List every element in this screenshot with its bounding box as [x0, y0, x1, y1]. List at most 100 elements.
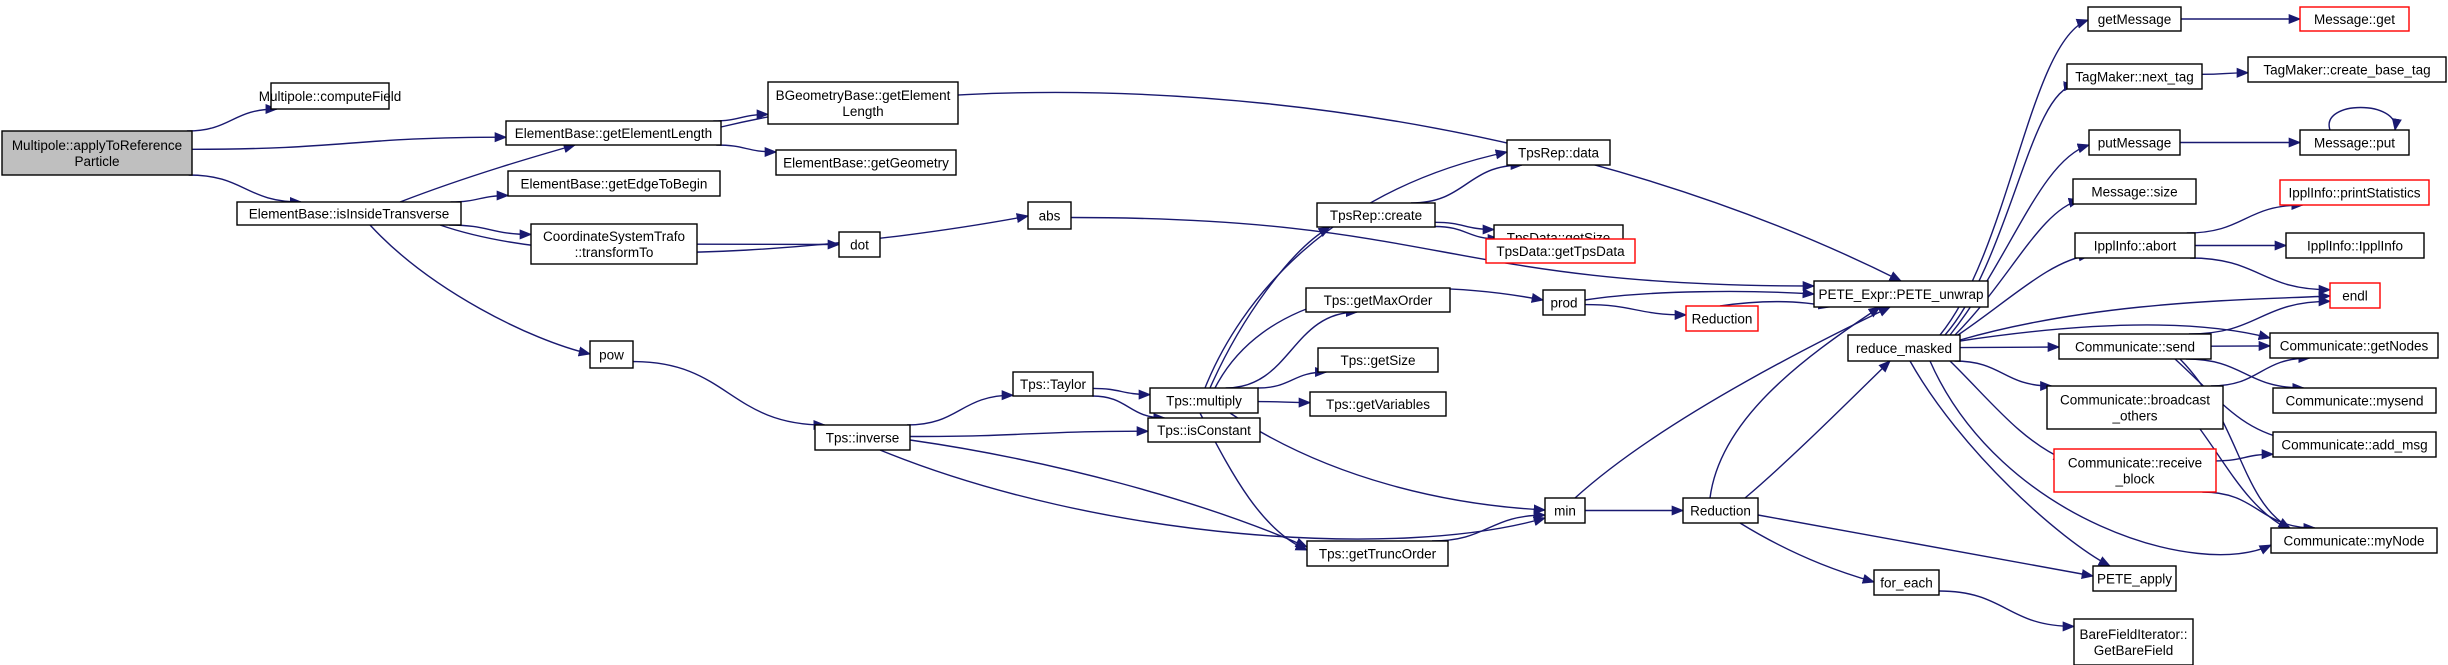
node-getBareField[interactable]: BareFieldIterator::GetBareField: [2073, 618, 2194, 665]
node-box-getGeometry[interactable]: [775, 149, 957, 176]
node-tpsRepCreate[interactable]: TpsRep::create: [1316, 202, 1436, 228]
node-messageGet[interactable]: Message::get: [2299, 6, 2410, 32]
node-tpsGetSize[interactable]: Tps::getSize: [1317, 347, 1439, 373]
node-bgeomGetElementLength[interactable]: BGeometryBase::getElementLength: [767, 81, 959, 125]
node-box-bgeomGetElementLength[interactable]: [767, 81, 959, 125]
node-box-tpsMultiply[interactable]: [1149, 387, 1259, 414]
node-commMysend[interactable]: Communicate::mysend: [2272, 387, 2437, 414]
node-box-getElementLength[interactable]: [505, 120, 722, 146]
node-box-tpsRepData[interactable]: [1506, 139, 1611, 166]
node-ipplInfoAbort[interactable]: IpplInfo::abort: [2074, 232, 2196, 259]
node-box-min[interactable]: [1544, 497, 1586, 524]
node-tpsRepData[interactable]: TpsRep::data: [1506, 139, 1611, 166]
node-box-tpsGetMaxOrder[interactable]: [1305, 287, 1451, 313]
node-ipplInfoPrintStatistics[interactable]: IpplInfo::printStatistics: [2279, 179, 2430, 206]
node-transformTo[interactable]: CoordinateSystemTrafo::transformTo: [530, 223, 698, 265]
node-putMessage[interactable]: putMessage: [2088, 129, 2181, 156]
node-box-putMessage[interactable]: [2088, 129, 2181, 156]
node-getMessage[interactable]: getMessage: [2087, 6, 2182, 32]
node-box-isInsideTransverse[interactable]: [236, 201, 462, 226]
node-box-messagePut[interactable]: [2299, 129, 2410, 156]
node-box-messageGet[interactable]: [2299, 6, 2410, 32]
node-box-commMyNode[interactable]: [2270, 527, 2438, 554]
node-tpsDataGetTpsData[interactable]: TpsData::getTpsData: [1485, 238, 1636, 264]
node-box-pow[interactable]: [589, 340, 634, 369]
node-endl[interactable]: endl: [2329, 282, 2381, 309]
node-box-reductionRed[interactable]: [1685, 305, 1759, 332]
node-box-tpsRepCreate[interactable]: [1316, 202, 1436, 228]
node-tpsIsConstant[interactable]: Tps::isConstant: [1147, 417, 1261, 443]
node-box-transformTo[interactable]: [530, 223, 698, 265]
node-tpsInverse[interactable]: Tps::inverse: [814, 424, 911, 451]
node-reductionRed[interactable]: Reduction: [1685, 305, 1759, 332]
node-box-tagMakerCreateBaseTag[interactable]: [2247, 56, 2447, 83]
node-box-commReceiveBlock[interactable]: [2053, 448, 2217, 493]
node-box-prod[interactable]: [1542, 289, 1586, 316]
node-box-tpsGetSize[interactable]: [1317, 347, 1439, 373]
node-box-tpsDataGetTpsData[interactable]: [1485, 238, 1636, 264]
node-box-getMessage[interactable]: [2087, 6, 2182, 32]
node-box-peteApply[interactable]: [2092, 565, 2177, 592]
node-box-tpsIsConstant[interactable]: [1147, 417, 1261, 443]
node-tpsGetMaxOrder[interactable]: Tps::getMaxOrder: [1305, 287, 1451, 313]
node-peteUnwrap[interactable]: PETE_Expr::PETE_unwrap: [1813, 280, 1989, 308]
node-peteApply[interactable]: PETE_apply: [2092, 565, 2177, 592]
edge-getElementLength-to-getGeometry: [716, 144, 778, 158]
node-box-tpsGetTruncOrder[interactable]: [1306, 540, 1449, 567]
node-forEach[interactable]: for_each: [1873, 569, 1940, 596]
node-tpsGetTruncOrder[interactable]: Tps::getTruncOrder: [1306, 540, 1449, 567]
node-box-getBareField[interactable]: [2073, 618, 2194, 665]
node-computeField[interactable]: Multipole::computeField: [259, 82, 402, 110]
node-box-endl[interactable]: [2329, 282, 2381, 309]
node-tagMakerNextTag[interactable]: TagMaker::next_tag: [2066, 63, 2203, 90]
node-commMyNode[interactable]: Communicate::myNode: [2270, 527, 2438, 554]
node-min[interactable]: min: [1544, 497, 1586, 524]
node-box-tpsTaylor[interactable]: [1012, 371, 1094, 397]
node-box-getEdgeToBegin[interactable]: [507, 170, 721, 197]
node-box-forEach[interactable]: [1873, 569, 1940, 596]
node-box-ipplInfoPrintStatistics[interactable]: [2279, 179, 2430, 206]
node-getElementLength[interactable]: ElementBase::getElementLength: [505, 120, 722, 146]
node-box-commGetNodes[interactable]: [2269, 332, 2439, 359]
node-reduction[interactable]: Reduction: [1682, 497, 1759, 524]
node-label-endl: endl: [2342, 289, 2368, 304]
node-getGeometry[interactable]: ElementBase::getGeometry: [775, 149, 957, 176]
node-prod[interactable]: prod: [1542, 289, 1586, 316]
node-tpsMultiply[interactable]: Tps::multiply: [1149, 387, 1259, 414]
node-ipplInfoIpplInfo[interactable]: IpplInfo::IpplInfo: [2285, 232, 2425, 259]
node-commReceiveBlock[interactable]: Communicate::receive_block: [2053, 448, 2217, 493]
node-commBroadcast[interactable]: Communicate::broadcast_others: [2046, 385, 2224, 430]
node-tpsTaylor[interactable]: Tps::Taylor: [1012, 371, 1094, 397]
node-box-commAddMsg[interactable]: [2272, 431, 2437, 458]
node-box-tagMakerNextTag[interactable]: [2066, 63, 2203, 90]
node-box-tpsGetVariables[interactable]: [1309, 391, 1447, 417]
node-tagMakerCreateBaseTag[interactable]: TagMaker::create_base_tag: [2247, 56, 2447, 83]
node-messageSize[interactable]: Message::size: [2072, 178, 2197, 205]
node-box-abs[interactable]: [1027, 201, 1072, 230]
node-abs[interactable]: abs: [1027, 201, 1072, 230]
node-dot[interactable]: dot: [838, 231, 881, 258]
node-commAddMsg[interactable]: Communicate::add_msg: [2272, 431, 2437, 458]
node-box-ipplInfoIpplInfo[interactable]: [2285, 232, 2425, 259]
node-tpsGetVariables[interactable]: Tps::getVariables: [1309, 391, 1447, 417]
node-commGetNodes[interactable]: Communicate::getNodes: [2269, 332, 2439, 359]
node-isInsideTransverse[interactable]: ElementBase::isInsideTransverse: [236, 201, 462, 226]
node-box-messageSize[interactable]: [2072, 178, 2197, 205]
node-box-root[interactable]: [1, 130, 193, 176]
node-box-dot[interactable]: [838, 231, 881, 258]
node-reduceMasked[interactable]: reduce_masked: [1847, 334, 1961, 362]
node-box-tpsInverse[interactable]: [814, 424, 911, 451]
node-commSend[interactable]: Communicate::send: [2058, 333, 2212, 360]
node-box-computeField[interactable]: [270, 82, 390, 110]
node-box-ipplInfoAbort[interactable]: [2074, 232, 2196, 259]
node-box-reduction[interactable]: [1682, 497, 1759, 524]
node-box-peteUnwrap[interactable]: [1813, 280, 1989, 308]
node-pow[interactable]: pow: [589, 340, 634, 369]
node-getEdgeToBegin[interactable]: ElementBase::getEdgeToBegin: [507, 170, 721, 197]
node-box-reduceMasked[interactable]: [1847, 334, 1961, 362]
node-box-commSend[interactable]: [2058, 333, 2212, 360]
node-box-commBroadcast[interactable]: [2046, 385, 2224, 430]
node-messagePut[interactable]: Message::put: [2299, 129, 2410, 156]
node-box-commMysend[interactable]: [2272, 387, 2437, 414]
